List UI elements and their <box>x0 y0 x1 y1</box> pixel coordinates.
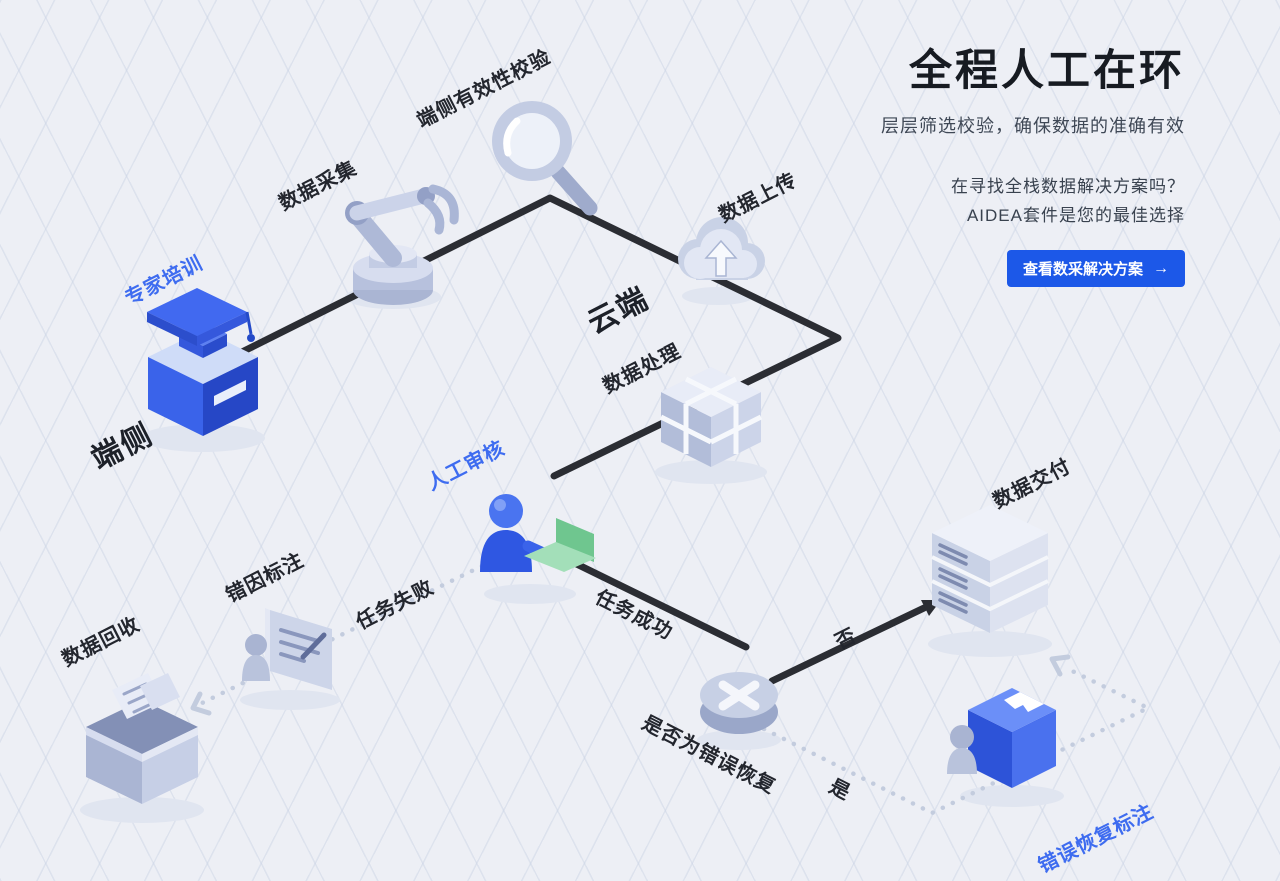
pitch-line-2: AIDEA套件是您的最佳选择 <box>966 206 1185 225</box>
hero-pitch: 在寻找全栈数据解决方案吗？ AIDEA套件是您的最佳选择 <box>881 172 1185 230</box>
cta-button[interactable]: 查看数采解决方案 → <box>1006 250 1185 287</box>
icon-shadows <box>80 285 1064 823</box>
pitch-line-1: 在寻找全栈数据解决方案吗？ <box>951 177 1185 196</box>
hero-panel: 全程人工在环 层层筛选校验，确保数据的准确有效 在寻找全栈数据解决方案吗？ AI… <box>881 36 1185 287</box>
data-recycle-icon <box>86 673 198 804</box>
recovery-arrow-chevron-icon <box>1049 654 1071 677</box>
robot-arm-icon <box>345 184 459 305</box>
laptop-icon <box>524 518 596 572</box>
decision-to-delivery-path <box>768 604 928 685</box>
flow-lines <box>238 194 928 685</box>
magnifier-icon <box>492 101 598 216</box>
dotted-arrowheads <box>190 654 1071 716</box>
cta-label: 查看数采解决方案 <box>1022 261 1143 278</box>
pen-icon <box>300 632 327 660</box>
page-title: 全程人工在环 <box>909 47 1185 95</box>
failure-arrow-chevron-icon <box>190 691 212 716</box>
cloud-upload-icon <box>678 217 765 280</box>
upload-arrow-icon <box>704 239 738 277</box>
review-to-decision-path <box>544 546 750 651</box>
bookmark-icon <box>1004 692 1044 712</box>
reviewer-icon <box>480 494 596 572</box>
graduation-cap-icon <box>147 288 255 346</box>
arrow-right-icon: → <box>1153 259 1169 277</box>
hero-subtitle: 层层筛选校验，确保数据的准确有效 <box>881 116 1185 136</box>
error-cause-icon <box>242 608 332 690</box>
recovery-annotation-icon <box>947 688 1056 788</box>
decision-x-icon <box>700 672 778 734</box>
expert-training-icon <box>147 288 258 436</box>
data-cube-icon <box>659 367 763 467</box>
server-icon <box>931 505 1049 633</box>
